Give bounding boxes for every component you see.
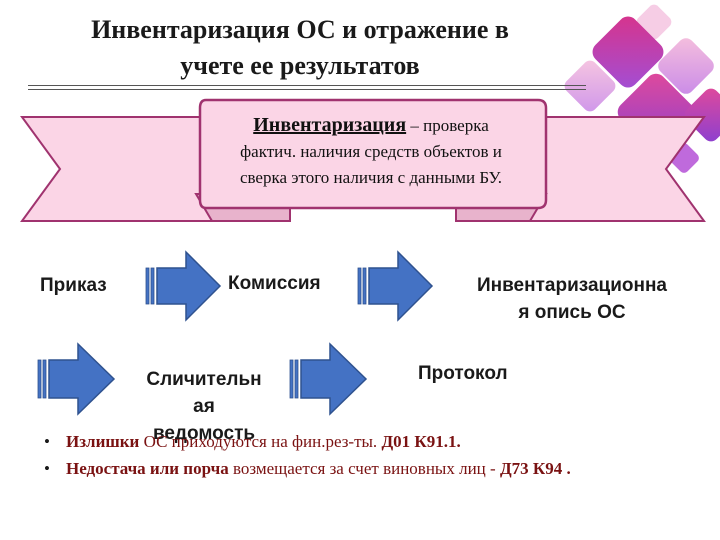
surplus-text: ОС приходуются на фин.рез-ты. bbox=[139, 432, 382, 451]
list-item: • Недостача или порча возмещается за сче… bbox=[40, 455, 720, 482]
step-inventory-list: Инвентаризационна я опись ОС bbox=[462, 272, 682, 326]
step-inventory-line-1: Инвентаризационна bbox=[476, 275, 667, 296]
step-protocol: Протокол bbox=[418, 363, 508, 384]
step-comparison-line-3: ведомость bbox=[152, 423, 256, 444]
step-comparison-sheet: Сличительн ая ведомость bbox=[124, 366, 284, 447]
step-order: Приказ bbox=[40, 275, 107, 296]
arrow-right-icon bbox=[145, 250, 222, 322]
surplus-label: Излишки bbox=[66, 432, 140, 451]
arrow-right-icon bbox=[289, 342, 368, 416]
definition-line-3: сверка этого наличия с данными БУ. bbox=[239, 168, 503, 187]
step-inventory-line-2: я опись ОС bbox=[518, 302, 626, 323]
page-title: Инвентаризация ОС и отражение в учете ее… bbox=[20, 12, 580, 84]
definition-line-2: фактич. наличия средств объектов и bbox=[240, 142, 502, 161]
list-item: • Излишки ОС приходуются на фин.рез-ты. … bbox=[40, 428, 720, 455]
definition-term: Инвентаризация bbox=[253, 114, 407, 136]
shortage-text: возмещается за счет виновных лиц - bbox=[228, 459, 500, 478]
title-rule-bottom bbox=[28, 89, 586, 90]
title-line-1: Инвентаризация ОС и отражение в bbox=[91, 15, 509, 44]
title-rule-top bbox=[28, 85, 586, 86]
arrow-right-icon bbox=[37, 342, 116, 416]
step-comparison-line-1: Сличительн bbox=[146, 369, 262, 390]
shortage-entry: Д73 К94 . bbox=[499, 459, 571, 478]
surplus-entry: Д01 К91.1. bbox=[381, 432, 461, 451]
results-list: • Излишки ОС приходуются на фин.рез-ты. … bbox=[40, 428, 720, 482]
title-line-2: учете ее результатов bbox=[180, 51, 420, 80]
arrow-right-icon bbox=[357, 250, 434, 322]
step-commission: Комиссия bbox=[228, 273, 321, 294]
shortage-label: Недостача или порча bbox=[66, 459, 229, 478]
definition-text: Инвентаризация – проверка фактич. наличи… bbox=[206, 112, 536, 191]
definition-line-1: – проверка bbox=[406, 116, 489, 135]
bullet-icon: • bbox=[44, 459, 50, 478]
bullet-icon: • bbox=[44, 432, 50, 451]
step-comparison-line-2: ая bbox=[193, 396, 215, 417]
